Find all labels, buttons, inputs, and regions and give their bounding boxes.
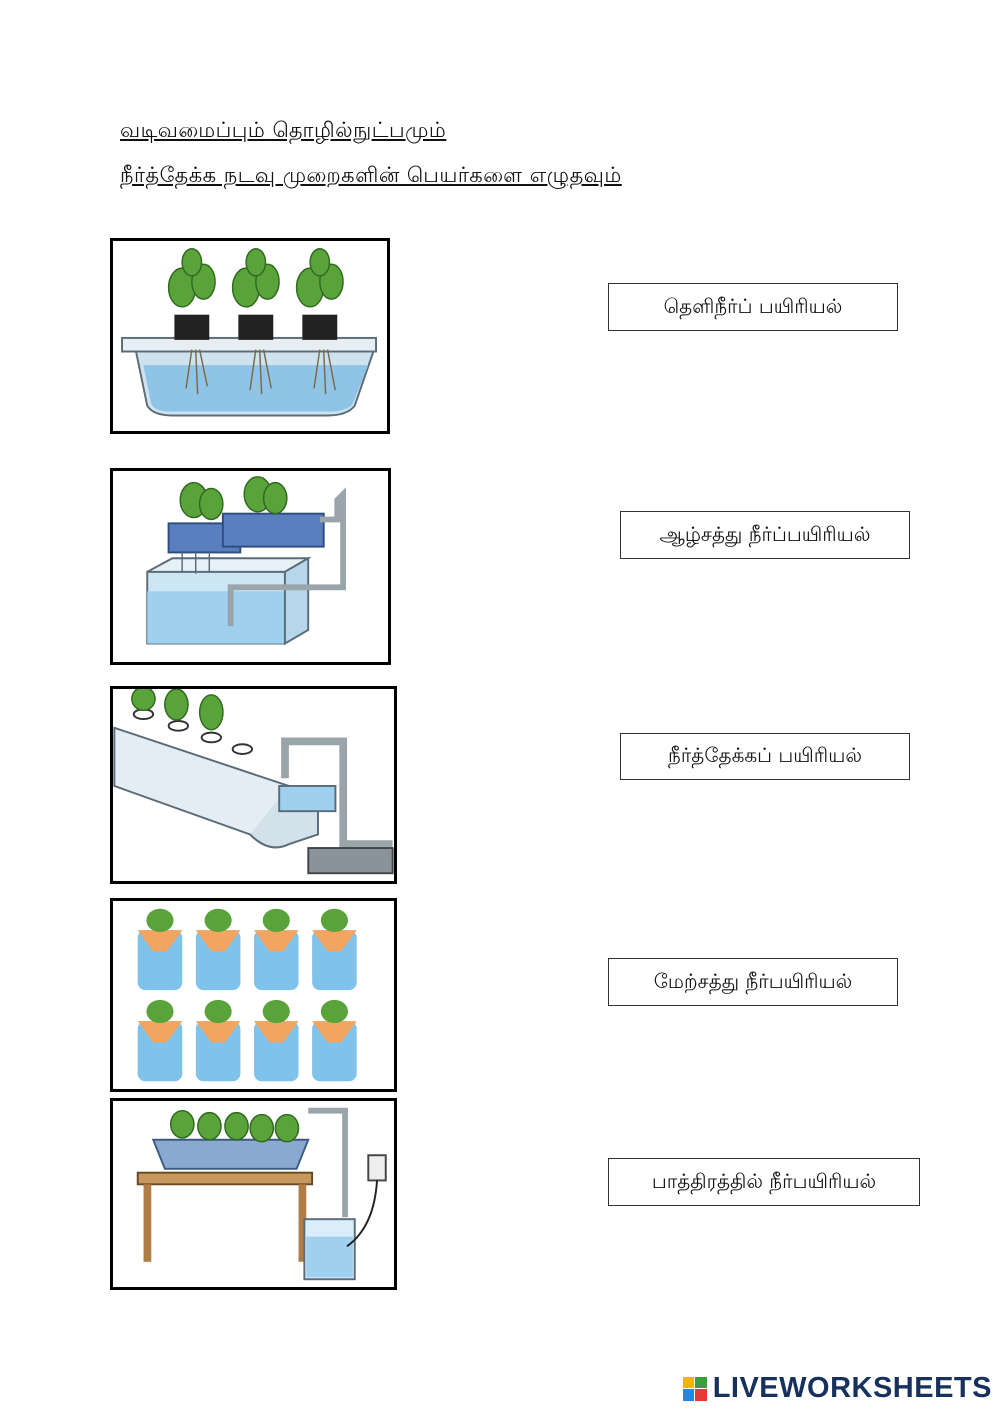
liveworksheets-logo-icon — [682, 1376, 707, 1401]
hydroponic-tub-image — [110, 238, 390, 434]
liveworksheets-logo-text: LIVEWORKSHEETS — [712, 1372, 992, 1404]
worksheet-subject: வடிவமைப்பும் தொழில்நுட்பமும் — [120, 118, 447, 142]
worksheet-instruction: நீர்த்தேக்க நடவு முறைகளின் பெயர்களை எழுத… — [120, 163, 622, 187]
stacked-reservoir-image — [110, 468, 391, 665]
gutter-channel-image — [110, 686, 397, 884]
answer-label-3[interactable]: நீர்த்தேக்கப் பயிரியல் — [620, 733, 910, 780]
table-pump-image — [110, 1098, 397, 1290]
answer-label-4[interactable]: மேற்சத்து நீர்பயிரியல் — [608, 958, 898, 1006]
bottle-grid-image — [110, 898, 397, 1092]
liveworksheets-branding: LIVEWORKSHEETS — [682, 1372, 992, 1405]
answer-label-5[interactable]: பாத்திரத்தில் நீர்பயிரியல் — [608, 1158, 920, 1206]
answer-label-1[interactable]: தெளிநீர்ப் பயிரியல் — [608, 283, 898, 331]
answer-label-2[interactable]: ஆழ்சத்து நீர்ப்பயிரியல் — [620, 511, 910, 559]
